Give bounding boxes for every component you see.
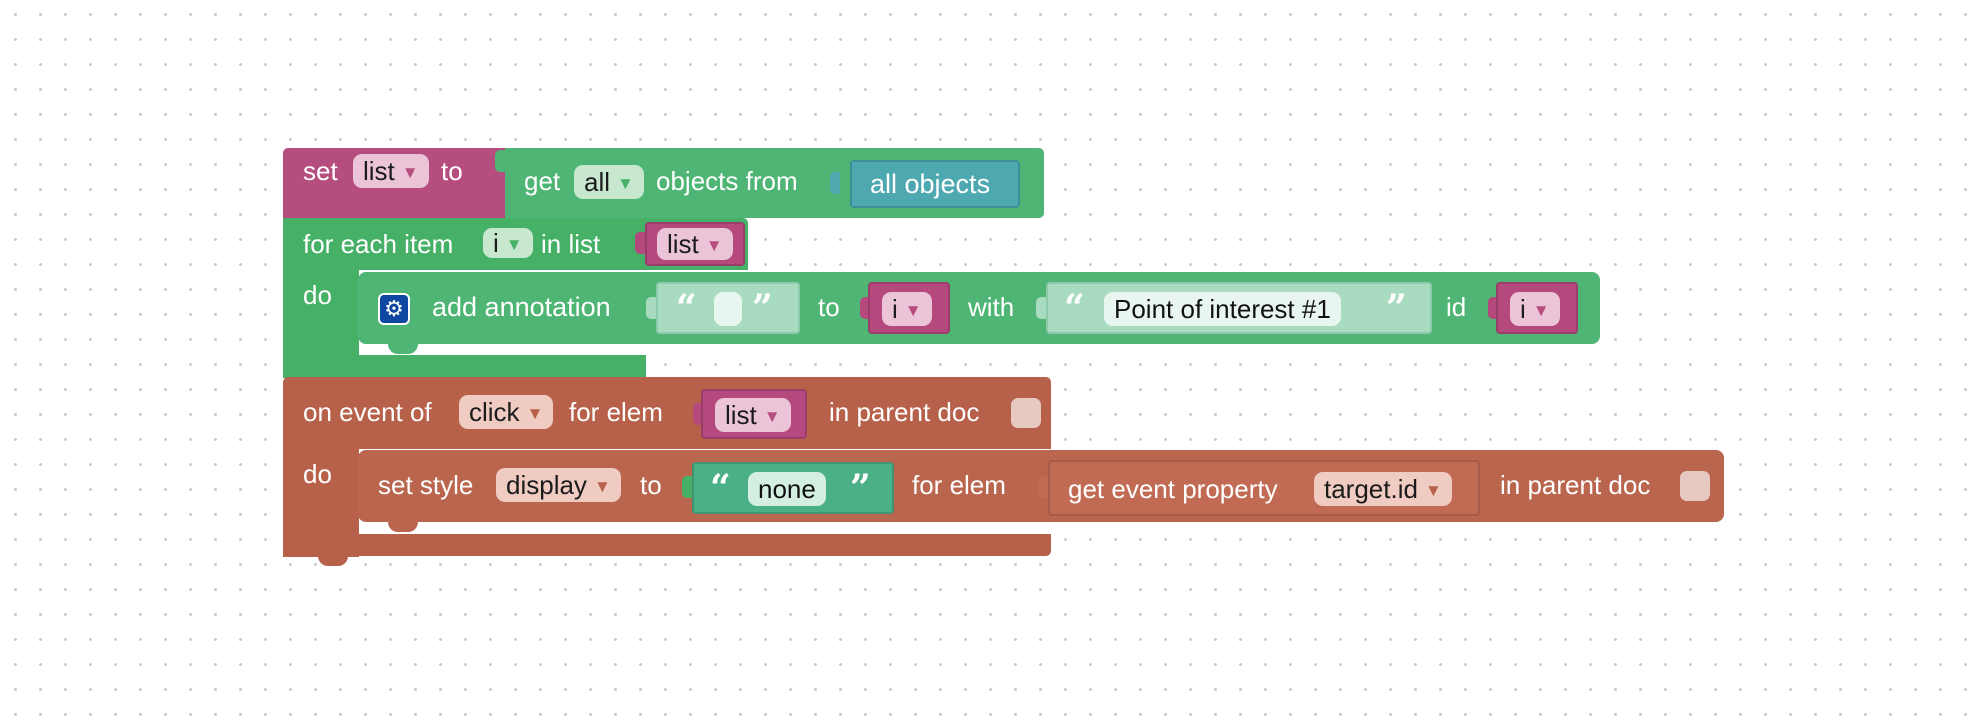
dropdown-arrow-icon: ▼ bbox=[1424, 481, 1442, 500]
annotation-target-block[interactable]: i▼ bbox=[868, 282, 950, 334]
list-variable-value: list bbox=[667, 229, 699, 259]
annotation-text-input[interactable] bbox=[714, 292, 742, 326]
loop-variable-value: i bbox=[493, 228, 499, 258]
set-style-block[interactable]: set style display▼ to “ none ” for elem … bbox=[358, 450, 1724, 522]
dropdown-arrow-icon: ▼ bbox=[705, 236, 723, 255]
add-annotation-block[interactable]: ⚙ add annotation “ ” to i▼ with “ Point … bbox=[358, 272, 1600, 344]
annotation-to-label: to bbox=[818, 292, 840, 322]
list-variable-block[interactable]: list ▼ bbox=[645, 222, 745, 266]
event-type-dropdown[interactable]: click ▼ bbox=[459, 395, 554, 429]
dropdown-arrow-icon: ▼ bbox=[617, 174, 634, 193]
connector-nub bbox=[1038, 476, 1048, 498]
dropdown-arrow-icon: ▼ bbox=[1532, 301, 1550, 320]
connector-nub bbox=[495, 150, 505, 172]
set-variable-block[interactable]: set list ▼ to bbox=[283, 148, 505, 218]
connector-nub bbox=[646, 297, 656, 319]
with-label: with bbox=[968, 292, 1015, 322]
connector-nub bbox=[635, 232, 645, 254]
for-each-do-label: do bbox=[303, 280, 332, 310]
quote-open-icon: “ bbox=[676, 287, 697, 329]
event-property-value: target.id bbox=[1324, 474, 1418, 504]
scope-value: all bbox=[584, 167, 611, 197]
quote-open-icon: “ bbox=[710, 467, 731, 509]
scope-dropdown[interactable]: all ▼ bbox=[574, 165, 644, 199]
dropdown-arrow-icon: ▼ bbox=[401, 163, 419, 182]
quote-close-icon: ” bbox=[752, 287, 773, 329]
for-each-label: for each item bbox=[303, 229, 454, 259]
annotation-target-dropdown[interactable]: i▼ bbox=[882, 292, 932, 326]
style-to-label: to bbox=[640, 470, 662, 500]
connector-nub bbox=[682, 476, 692, 498]
connector-nub bbox=[1036, 297, 1046, 319]
objects-from-label: objects from bbox=[656, 166, 798, 196]
add-annotation-label: add annotation bbox=[432, 292, 611, 322]
style-value-block[interactable]: “ none ” bbox=[692, 462, 894, 514]
dropdown-arrow-icon: ▼ bbox=[904, 301, 922, 320]
for-each-footer bbox=[283, 355, 646, 377]
on-event-footer bbox=[283, 534, 1051, 556]
annotation-id-block[interactable]: i▼ bbox=[1496, 282, 1578, 334]
all-objects-label: all objects bbox=[870, 169, 991, 199]
in-list-label: in list bbox=[541, 229, 601, 259]
dropdown-arrow-icon: ▼ bbox=[593, 477, 611, 496]
connector-nub bbox=[830, 172, 840, 194]
in-parent-doc-checkbox[interactable] bbox=[1011, 398, 1041, 428]
for-each-block[interactable]: for each item i▼ in list list▼ bbox=[283, 218, 748, 270]
dropdown-arrow-icon: ▼ bbox=[526, 404, 544, 423]
style-in-parent-doc-label: in parent doc bbox=[1500, 470, 1651, 500]
for-elem-label: for elem bbox=[569, 397, 663, 427]
get-event-property-label: get event property bbox=[1068, 474, 1278, 504]
dropdown-arrow-icon: ▼ bbox=[763, 407, 781, 426]
style-property-dropdown[interactable]: display ▼ bbox=[496, 468, 621, 502]
id-label: id bbox=[1446, 292, 1467, 322]
event-elem-value: list bbox=[725, 400, 757, 430]
event-elem-block[interactable]: list ▼ bbox=[701, 389, 807, 439]
on-event-do-label: do bbox=[303, 459, 332, 489]
set-variable-dropdown[interactable]: list ▼ bbox=[353, 154, 429, 188]
annotation-text-block[interactable]: “ ” bbox=[656, 282, 800, 334]
event-elem-dropdown[interactable]: list ▼ bbox=[715, 398, 791, 432]
quote-open-icon: “ bbox=[1064, 287, 1085, 329]
connector-notch bbox=[388, 344, 418, 354]
connector-nub bbox=[1488, 297, 1498, 319]
on-event-label: on event of bbox=[303, 397, 432, 427]
in-parent-doc-label: in parent doc bbox=[829, 397, 980, 427]
connector-nub bbox=[693, 403, 703, 425]
annotation-with-text-input[interactable]: Point of interest #1 bbox=[1104, 292, 1341, 326]
on-event-block[interactable]: on event of click ▼ for elem list ▼ in par… bbox=[283, 377, 1051, 449]
set-label: set bbox=[303, 156, 338, 186]
loop-variable-dropdown[interactable]: i▼ bbox=[483, 228, 533, 258]
connector-nub bbox=[860, 297, 870, 319]
list-variable-dropdown[interactable]: list ▼ bbox=[657, 228, 733, 260]
event-property-dropdown[interactable]: target.id ▼ bbox=[1314, 472, 1452, 506]
all-objects-block[interactable]: all objects bbox=[850, 160, 1020, 208]
to-label: to bbox=[441, 156, 463, 186]
quote-close-icon: ” bbox=[1386, 287, 1407, 329]
style-for-elem-label: for elem bbox=[912, 470, 1006, 500]
style-property-value: display bbox=[506, 470, 587, 500]
annotation-id-value: i bbox=[1520, 294, 1526, 324]
gear-icon[interactable]: ⚙ bbox=[378, 293, 410, 325]
annotation-with-text-block[interactable]: “ Point of interest #1 ” bbox=[1046, 282, 1432, 334]
annotation-target-value: i bbox=[892, 294, 898, 324]
connector-notch bbox=[318, 556, 348, 566]
annotation-id-dropdown[interactable]: i▼ bbox=[1510, 292, 1560, 326]
style-value-input[interactable]: none bbox=[748, 472, 826, 506]
connector-notch bbox=[388, 522, 418, 532]
dropdown-arrow-icon: ▼ bbox=[505, 235, 523, 254]
event-type-value: click bbox=[469, 397, 520, 427]
quote-close-icon: ” bbox=[850, 467, 871, 509]
style-in-parent-doc-checkbox[interactable] bbox=[1680, 471, 1710, 501]
get-objects-block[interactable]: get all ▼ objects from all objects bbox=[488, 148, 1044, 218]
set-variable-value: list bbox=[363, 156, 395, 186]
set-style-label: set style bbox=[378, 470, 474, 500]
get-label: get bbox=[524, 166, 561, 196]
get-event-property-block[interactable]: get event property target.id ▼ bbox=[1048, 460, 1480, 516]
